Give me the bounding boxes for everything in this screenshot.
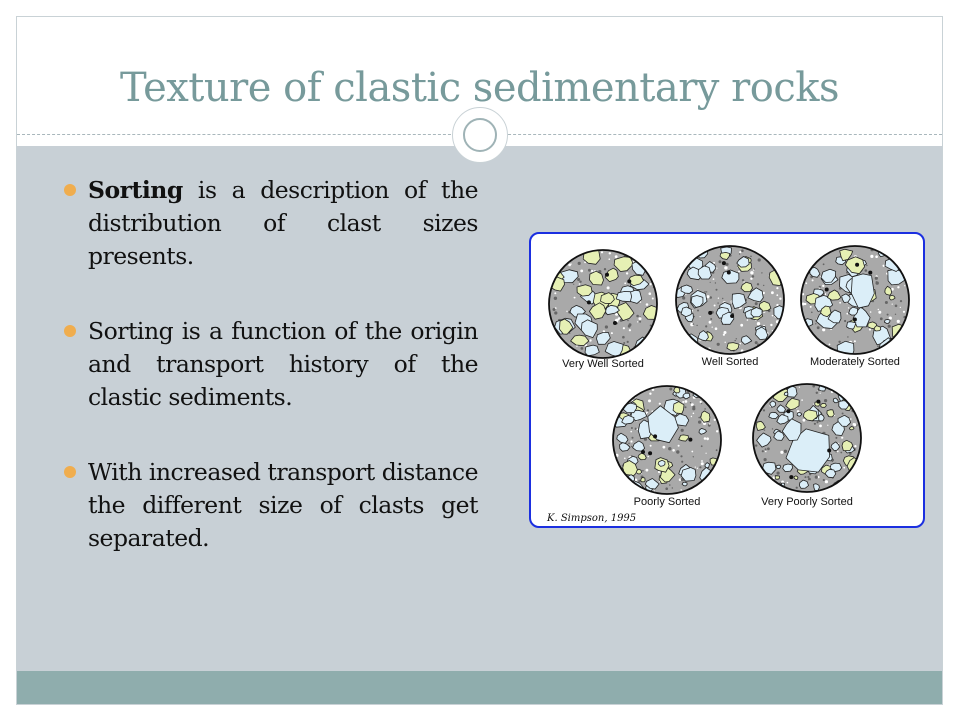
sorting-figure: Very Well Sorted Well Sorted Moderately …	[529, 232, 925, 528]
sample-well-sorted	[674, 244, 786, 356]
bullet-list: Sorting is a description of the distribu…	[60, 174, 479, 597]
grain-sample-drawing	[548, 249, 658, 359]
sample-label: Very Poorly Sorted	[761, 496, 853, 508]
bullet-item: Sorting is a function of the origin and …	[60, 315, 479, 414]
grain-sample-drawing	[800, 245, 910, 355]
bullet-dot-icon	[64, 325, 76, 337]
divider-ornament	[452, 107, 508, 163]
sample-label: Poorly Sorted	[633, 496, 701, 508]
grain-sample-drawing	[612, 385, 722, 495]
sample-poorly-sorted	[611, 384, 723, 496]
sample-label: Moderately Sorted	[810, 356, 900, 368]
sample-label: Well Sorted	[701, 356, 759, 368]
figure-credit: K. Simpson, 1995	[547, 513, 637, 524]
sample-label: Very Well Sorted	[562, 358, 644, 370]
bullet-dot-icon	[64, 466, 76, 478]
bullet-item: With increased transport distance the di…	[60, 456, 479, 555]
bullet-text: Sorting is a function of the origin and …	[88, 317, 479, 411]
grain-sample-drawing	[752, 383, 862, 493]
ring-icon	[463, 118, 497, 152]
sample-very-poorly-sorted	[751, 382, 863, 494]
footer-bar	[17, 671, 942, 704]
bullet-lead: Sorting	[88, 176, 183, 204]
bullet-item: Sorting is a description of the distribu…	[60, 174, 479, 273]
slide-frame	[16, 16, 943, 705]
bullet-text: With increased transport distance the di…	[88, 458, 479, 552]
bullet-dot-icon	[64, 184, 76, 196]
grain-sample-drawing	[675, 245, 785, 355]
sample-moderately-sorted	[799, 244, 911, 356]
slide-title: Texture of clastic sedimentary rocks	[120, 65, 840, 111]
sample-very-well-sorted	[547, 248, 659, 360]
bullet-text: is a description of the distribution of …	[88, 176, 479, 270]
